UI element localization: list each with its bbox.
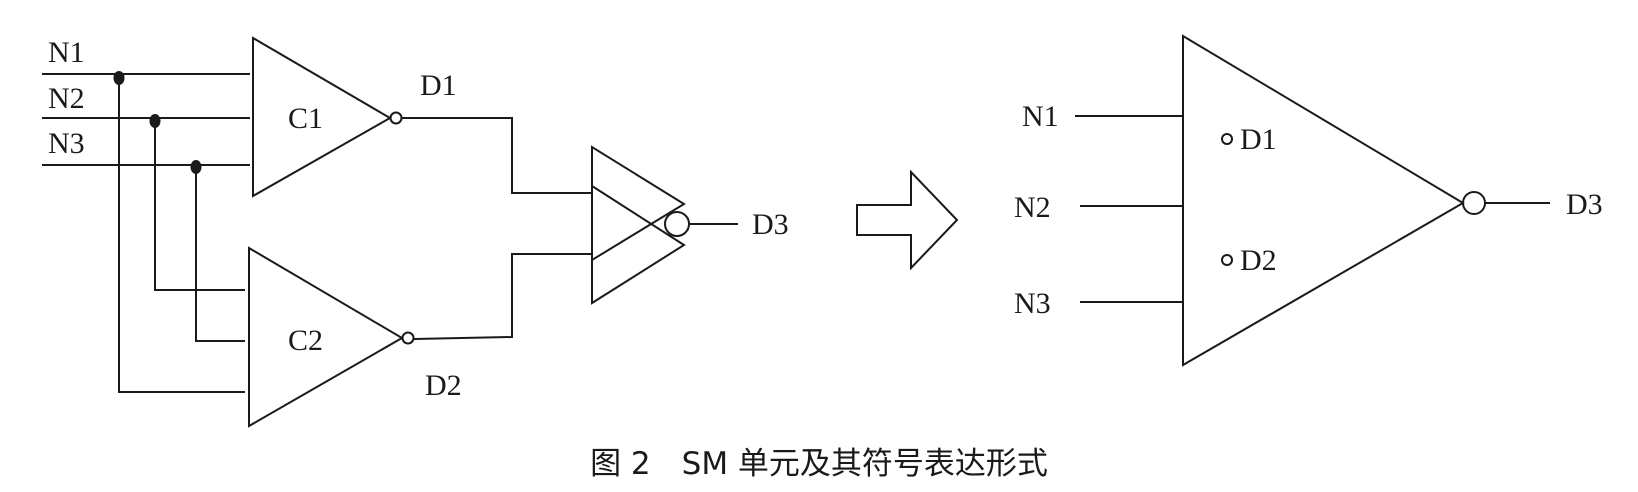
sm-symbol-input-label-n2: N2 (1014, 191, 1051, 224)
sm-symbol-inner-bubble-d2 (1221, 254, 1233, 266)
left-circuit: N1 N2 N3 C1 C2 D1 D2 D3 (42, 36, 789, 428)
output-label-d1: D1 (420, 69, 457, 102)
gate-c1-label: C1 (288, 102, 323, 135)
sm-symbol-output-label: D3 (1566, 188, 1603, 221)
gate-c1-inversion-bubble (389, 111, 403, 125)
gate-c2 (248, 246, 404, 428)
transform-arrow-icon (856, 169, 959, 271)
sm-symbol-inversion-bubble (1462, 191, 1486, 215)
sm-symbol-input-label-n3: N3 (1014, 287, 1051, 320)
output-label-d2: D2 (425, 369, 462, 402)
input-label-n2: N2 (48, 82, 85, 115)
sm-symbol-input-label-n1: N1 (1022, 100, 1059, 133)
final-gate-triangle-upper (591, 145, 686, 262)
sm-symbol-inner-label-d2: D2 (1240, 244, 1277, 277)
input-label-n1: N1 (48, 36, 85, 69)
gate-c2-label: C2 (288, 324, 323, 357)
branch-wire-n3 (195, 167, 245, 342)
final-gate-triangle-lower (591, 184, 686, 305)
sm-symbol-triangle (1182, 34, 1465, 367)
branch-wire-n2 (154, 121, 245, 291)
sm-symbol-inner-label-d1: D1 (1240, 123, 1277, 156)
wire-d2 (413, 253, 592, 340)
sm-symbol: D3 N1 N2 N3 D1 D2 (1014, 34, 1603, 367)
branch-wire-n1 (118, 78, 245, 393)
final-gate-inversion-bubble (664, 211, 690, 237)
gate-c2-inversion-bubble (401, 331, 415, 345)
gate-c1 (252, 36, 393, 198)
sm-symbol-inner-bubble-d1 (1221, 133, 1233, 145)
wire-d1 (402, 117, 592, 194)
input-label-n3: N3 (48, 127, 85, 160)
figure-caption: 图 2 SM 单元及其符号表达形式 (590, 446, 1048, 482)
output-label-d3: D3 (752, 208, 789, 241)
